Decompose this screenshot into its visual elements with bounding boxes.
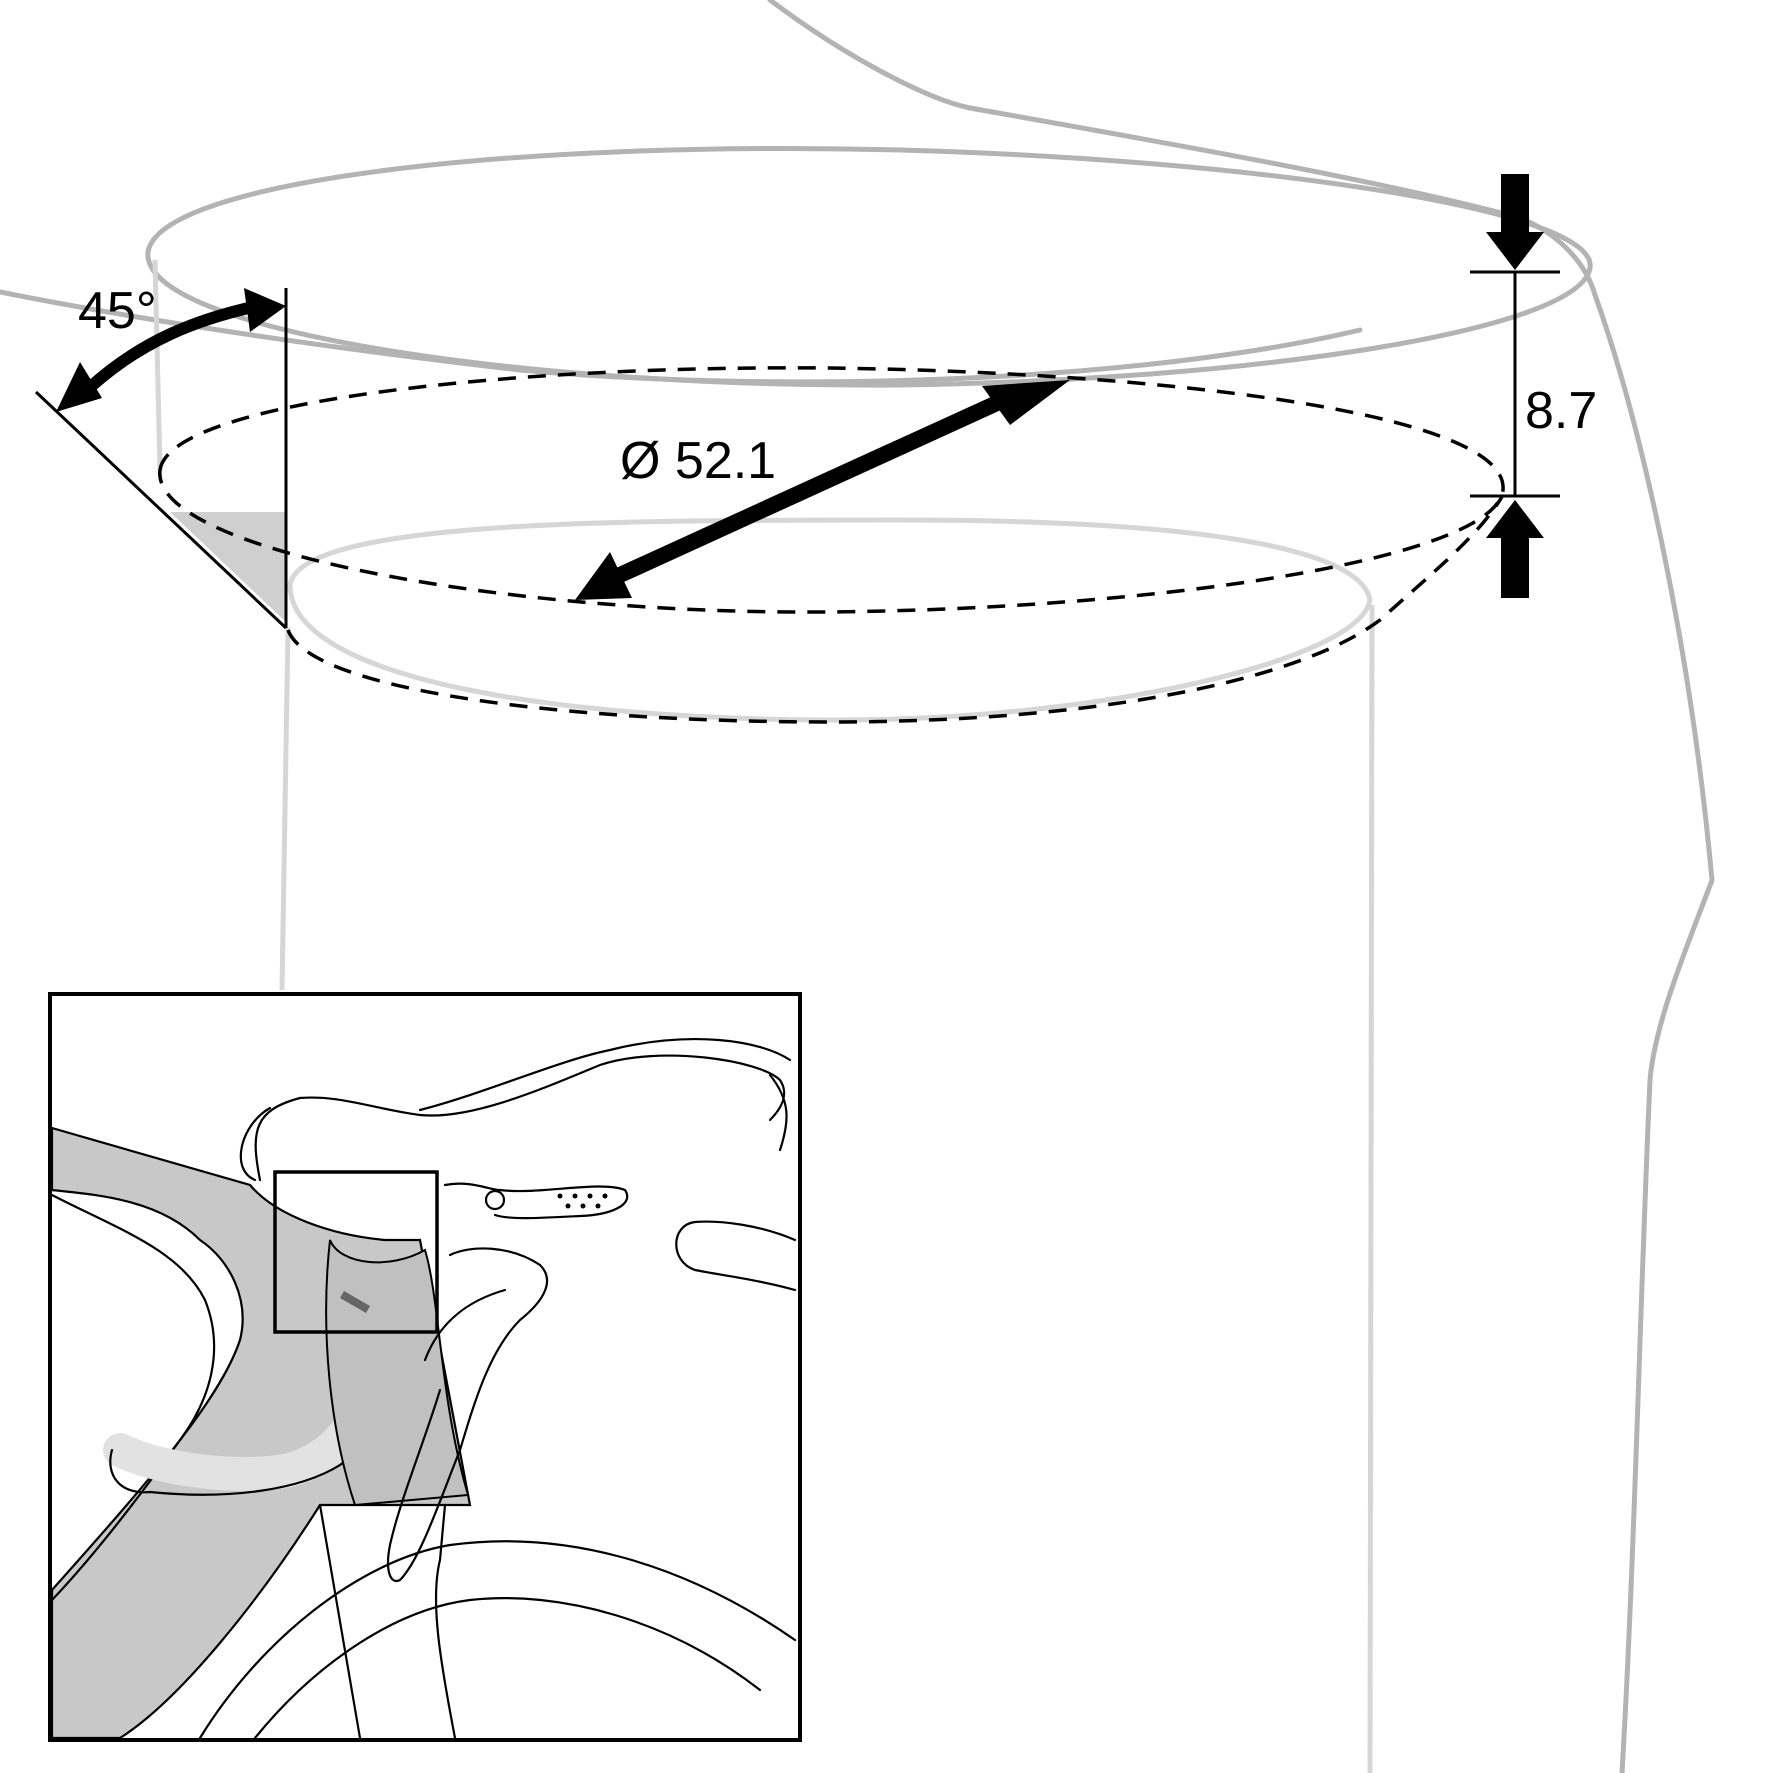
inset-zoom-box <box>273 1170 439 1334</box>
inset-illustration <box>48 992 802 1742</box>
frame-outline <box>0 0 1715 1773</box>
headtube-right-edge <box>1592 292 1715 1773</box>
angle-arrowhead-right <box>244 288 286 332</box>
bearing-seat-lower-edge <box>286 494 1505 724</box>
inset-upper-bar <box>418 1038 792 1112</box>
inset-hood-outline <box>239 1106 272 1182</box>
bore-right-wall <box>1367 604 1375 1773</box>
depth-arrowhead-top <box>1486 232 1544 270</box>
depth-label: 8.7 <box>1525 382 1597 440</box>
inset-cap-logo <box>340 1291 370 1313</box>
chamfer-45-line <box>34 390 288 630</box>
inset-tube-inner-contour <box>50 1193 216 1602</box>
bore-left-wall <box>279 627 291 991</box>
inset-fork <box>318 1503 457 1740</box>
inset-paddle-dots <box>557 1193 608 1209</box>
diameter-arrowhead-left <box>575 552 632 600</box>
inset-shift-paddle <box>443 1182 629 1220</box>
inset-bar-stub <box>675 1220 797 1292</box>
depth-arrow-bottom-shaft <box>1501 534 1529 598</box>
depth-arrow-top-shaft <box>1501 174 1529 238</box>
inset-paddle-pivot <box>484 1189 506 1211</box>
headtube-left-edge <box>152 259 163 471</box>
depth-dimension: 8.7 <box>1470 174 1597 598</box>
chamfer-section <box>34 288 288 630</box>
inset-lever-inner <box>423 1288 507 1362</box>
diameter-dimension: Ø 52.1 <box>575 380 1070 600</box>
depth-arrowhead-bottom <box>1486 500 1544 538</box>
inset-brake-hood <box>254 1054 786 1182</box>
inset-brake-lever <box>386 1247 549 1583</box>
bearing-seat-top-ellipse <box>158 366 1505 614</box>
chamfer-fill <box>170 512 286 622</box>
angle-label: 45° <box>78 282 157 340</box>
angle-arrowhead-left <box>56 362 102 412</box>
diameter-label: Ø 52.1 <box>620 432 776 490</box>
angle-dimension: 45° <box>56 282 286 412</box>
headtube-top-ellipse <box>145 145 1593 388</box>
inset-bar-end <box>768 1073 788 1152</box>
bearing-seat <box>158 366 1505 724</box>
diameter-arrow-shaft <box>616 390 1012 583</box>
inset-wheel-rim-inner <box>253 1597 762 1740</box>
bore-inner-ellipse <box>287 517 1373 723</box>
inset-wheel-rim <box>198 1540 797 1740</box>
diameter-arrowhead-right <box>982 380 1070 425</box>
angle-arc <box>80 299 264 397</box>
